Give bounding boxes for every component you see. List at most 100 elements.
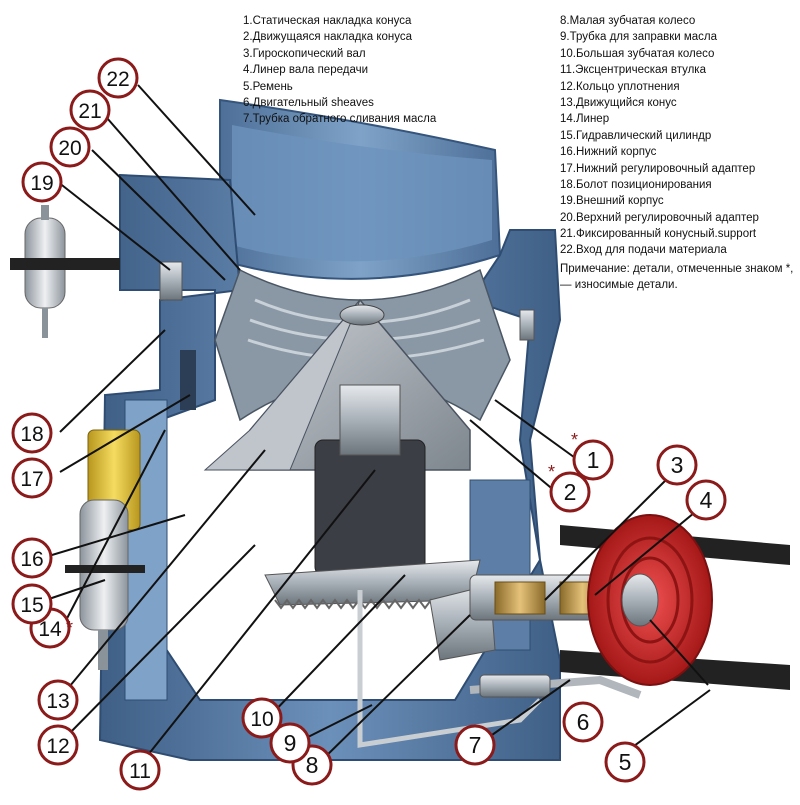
callout-circle (11, 412, 53, 454)
callout-circle (572, 439, 614, 481)
legend-item: 16.Нижний корпус (560, 146, 657, 159)
callout-circle (37, 724, 79, 766)
accumulator (10, 205, 120, 338)
callout-circle (604, 741, 646, 783)
legend-item: 4.Линер вала передачи (243, 64, 369, 77)
wear-part-star: * (571, 430, 578, 450)
callout-18: 18 (11, 412, 53, 454)
legend-item: 21.Фиксированный конусный.support (560, 228, 757, 241)
callout-4: 4 (685, 479, 727, 521)
callout-22: 22 (97, 57, 139, 99)
legend-item: 5.Ремень (243, 80, 293, 93)
callout-circle (454, 724, 496, 766)
callout-number: 4 (700, 487, 713, 513)
callout-circle (562, 701, 604, 743)
callout-17: 17 (11, 457, 53, 499)
legend-item: 7.Трубка обратного сливания масла (243, 113, 437, 126)
callout-circle (97, 57, 139, 99)
callout-number: 22 (106, 68, 129, 91)
legend-item: 10.Большая зубчатая колесо (560, 47, 715, 60)
callout-number: 8 (306, 752, 319, 778)
callout-3: 3 (656, 444, 698, 486)
note-line-1: Примечание: детали, отмеченные знаком *, (560, 263, 794, 275)
callout-number: 16 (20, 548, 43, 571)
callout-number: 9 (284, 730, 297, 756)
callout-leaders (39, 84, 711, 771)
callout-15: 15 (11, 583, 53, 625)
legend-item: 13.Движущийся конус (560, 96, 677, 109)
callout-circle (69, 89, 111, 131)
callout-circle (11, 537, 53, 579)
callout-number: 14 (38, 618, 62, 641)
legend-item: 18.Болот позиционирования (560, 178, 712, 191)
callout-number: 2 (564, 479, 577, 505)
callout-20: 20 (49, 126, 91, 168)
callout-circle (37, 679, 79, 721)
legend-item: 3.Гироскопический вал (243, 47, 366, 60)
callout-1: 1* (571, 430, 614, 481)
callout-number: 11 (129, 760, 151, 783)
legend-item: 6.Двигательный sheaves (243, 96, 374, 109)
callout-circle (685, 479, 727, 521)
legend-item: 11.Эксцентрическая втулка (560, 64, 706, 77)
callout-number: 10 (250, 708, 273, 731)
callout-number: 5 (619, 749, 632, 775)
callout-number: 19 (30, 172, 53, 195)
legend-item: 1.Статическая накладка конуса (243, 15, 412, 27)
callout-11: 11 (119, 749, 161, 791)
callout-number: 6 (577, 709, 590, 735)
callout-5: 5 (604, 741, 646, 783)
callout-circle (656, 444, 698, 486)
legend-item: 15.Гидравлический цилиндр (560, 129, 712, 142)
legend-item: 17.Нижний регулировочный адаптер (560, 162, 756, 175)
callout-number: 17 (20, 468, 43, 491)
callout-number: 20 (58, 137, 81, 160)
legend-left: 1.Статическая накладка конуса 2.Движущаяс… (243, 13, 436, 128)
callout-16: 16 (11, 537, 53, 579)
callout-circle (49, 126, 91, 168)
legend-item: 19.Внешний корпус (560, 195, 664, 208)
callout-7: 7 (454, 724, 496, 766)
drive-sheave (560, 514, 790, 690)
note-line-2: — износимые детали. (560, 279, 678, 292)
callout-10: 10 (241, 697, 283, 739)
callout-number: 18 (20, 423, 43, 446)
callout-number: 15 (20, 594, 43, 617)
callout-19: 19 (21, 161, 63, 203)
callout-21: 21 (69, 89, 111, 131)
legend-item: 8.Малая зубчатая колесо (560, 15, 696, 27)
callout-12: 12 (37, 724, 79, 766)
callout-circle (549, 471, 591, 513)
legend-item: 12.Кольцо уплотнения (560, 80, 680, 93)
eccentric-bushing (314, 384, 426, 576)
bolts (159, 261, 535, 410)
legend-item: 22.Вход для подачи материала (560, 244, 727, 257)
callout-circle (11, 457, 53, 499)
callout-8: 8 (291, 744, 333, 786)
callout-number: 7 (469, 732, 482, 758)
outer-housing (98, 173, 562, 761)
legend-item: 14.Линер (560, 113, 610, 126)
legend-note: Примечание: детали, отмеченные знаком *,… (560, 261, 793, 294)
callout-circle (119, 749, 161, 791)
oil-pipes (357, 590, 642, 748)
callout-circle (11, 583, 53, 625)
callout-number: 1 (587, 447, 600, 473)
feed-hopper (219, 98, 502, 280)
callout-circle (241, 697, 283, 739)
callout-number: 21 (78, 100, 101, 123)
wear-part-star: * (548, 462, 555, 482)
callout-6: 6 (562, 701, 604, 743)
legend-item: 2.Движущаяся накладка конуса (243, 31, 413, 44)
callout-number: 3 (671, 452, 684, 478)
callout-13: 13 (37, 679, 79, 721)
callout-circle (21, 161, 63, 203)
wear-part-star: * (66, 618, 73, 638)
callout-number: 12 (46, 735, 69, 758)
callout-number: 13 (46, 690, 69, 713)
callout-circle (269, 722, 311, 764)
